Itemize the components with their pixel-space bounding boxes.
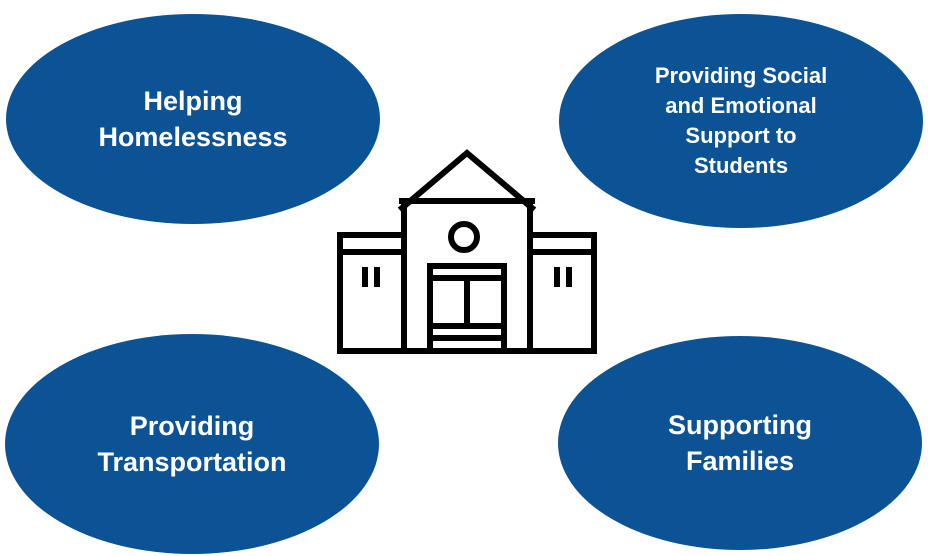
school-building-icon: [337, 149, 597, 354]
bubble-label: Supporting Families: [668, 410, 812, 476]
bubble-label: Providing Social and Emotional Support t…: [654, 63, 828, 178]
bubble-helping-homelessness: Helping Homelessness: [6, 14, 380, 224]
bubble-providing-transportation: Providing Transportation: [5, 334, 379, 554]
bubble-social-emotional-support: Providing Social and Emotional Support t…: [559, 14, 923, 228]
bubble-label: Providing Transportation: [97, 411, 287, 477]
bubble-supporting-families: Supporting Families: [558, 336, 922, 550]
bubble-label: Helping Homelessness: [98, 86, 288, 152]
